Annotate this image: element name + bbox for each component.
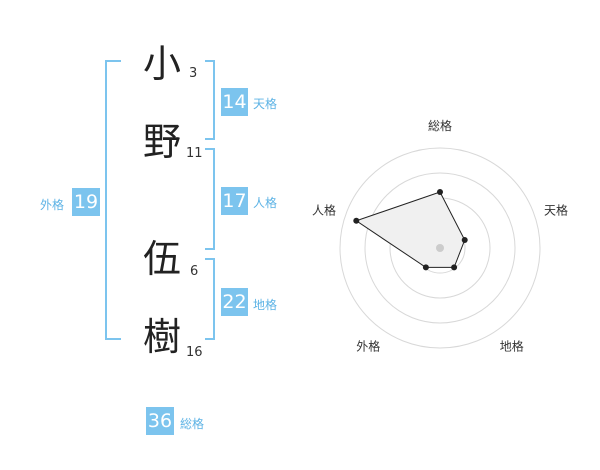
gaikaku-label: 外格 (40, 198, 65, 212)
stroke-count-2: 11 (186, 146, 203, 161)
radar-axis-label: 総格 (428, 118, 452, 133)
name-char-3: 伍 (143, 237, 182, 281)
soukaku-value: 36 (146, 407, 174, 435)
soukaku-label: 総格 (180, 417, 205, 431)
tenkaku-bracket (205, 60, 215, 140)
radar-center-dot (436, 244, 444, 252)
radar-polygon (355, 191, 466, 268)
chikaku-label: 地格 (253, 298, 278, 312)
name-char-4: 樹 (143, 315, 182, 359)
name-char-1: 小 (143, 42, 182, 86)
radar-axis-label: 人格 (312, 202, 336, 217)
gaikaku-value: 19 (72, 188, 100, 216)
jinkaku-bracket (205, 148, 215, 250)
tenkaku-label: 天格 (253, 97, 278, 111)
radar-point (422, 264, 429, 271)
radar-point (437, 189, 443, 195)
jinkaku-value: 17 (221, 187, 248, 215)
stroke-count-1: 3 (189, 66, 198, 81)
radar-point (353, 217, 360, 224)
radar-ring (339, 147, 541, 349)
jinkaku-label: 人格 (253, 196, 278, 210)
radar-axis-label: 外格 (356, 339, 380, 354)
radar-ring (364, 172, 516, 324)
chikaku-bracket (205, 258, 215, 340)
tenkaku-value: 14 (221, 88, 248, 116)
stroke-count-4: 16 (186, 345, 203, 360)
radar-point (451, 264, 458, 271)
radar-axis-label: 天格 (544, 202, 568, 217)
stroke-count-3: 6 (190, 264, 199, 279)
radar-axis-label: 地格 (500, 339, 524, 354)
radar-points (353, 189, 468, 271)
name-char-2: 野 (143, 120, 182, 164)
radar-point (461, 236, 468, 243)
chikaku-value: 22 (221, 288, 248, 316)
gaikaku-bracket (105, 60, 121, 340)
